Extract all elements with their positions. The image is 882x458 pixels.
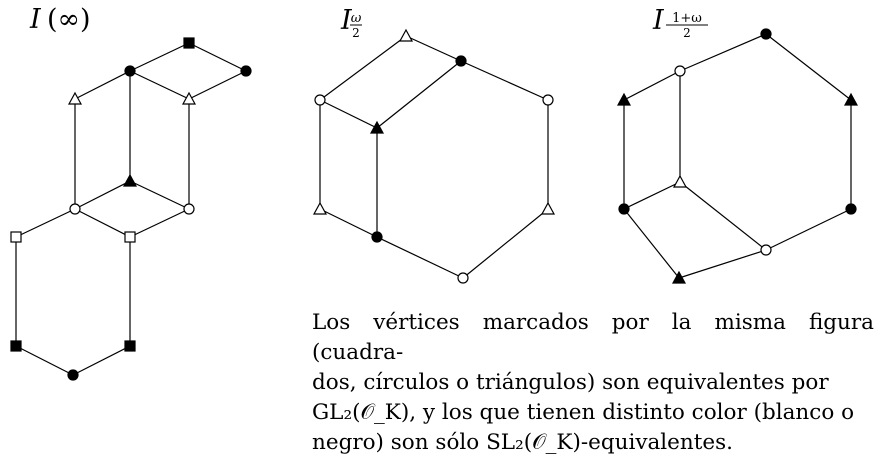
- caption-math-sl2: SL₂(𝒪_K): [486, 430, 581, 455]
- title-I-omega-half-symbol: I: [340, 5, 353, 36]
- title-I-one-plus-omega-half-denominator: 2: [683, 26, 691, 40]
- vertex-circle-black: [124, 65, 136, 77]
- vertex-triangle-white: [312, 201, 328, 215]
- vertex-circle-white: [760, 244, 772, 256]
- title-I-omega-half-denominator: 2: [352, 26, 360, 40]
- caption-line-3: GL₂(𝒪_K), y los que tienen distinto colo…: [312, 398, 874, 428]
- caption-line-4: negro) son sólo SL₂(𝒪_K)-equivalentes.: [312, 428, 874, 458]
- vertex-square-white: [124, 231, 136, 243]
- vertex-triangle-black: [671, 270, 687, 284]
- graph-I-one-plus-omega-half-vertices: [616, 28, 859, 284]
- vertex-triangle-white: [672, 174, 688, 188]
- title-I-infinity-argument: (∞): [47, 4, 91, 35]
- graph-I-one-plus-omega-half-edges: [623, 33, 852, 279]
- vertex-circle-white: [674, 65, 686, 77]
- vertex-triangle-white: [67, 91, 83, 105]
- vertex-triangle-black: [369, 120, 385, 134]
- title-I-infinity-symbol: I: [29, 4, 42, 35]
- vertex-circle-white: [183, 203, 195, 215]
- vertex-square-black: [124, 340, 136, 352]
- vertex-circle-black: [455, 55, 467, 67]
- caption-math-gl2: GL₂(𝒪_K): [312, 400, 410, 425]
- vertex-circle-white: [542, 94, 554, 106]
- graph-I-omega-half-vertices: [312, 28, 556, 284]
- vertex-circle-black: [67, 369, 79, 381]
- vertex-circle-white: [457, 272, 469, 284]
- graph-I-infinity-edges: [15, 42, 247, 376]
- figure-canvas: I (∞) I ω 2 I 1+ω 2: [10, 4, 859, 381]
- title-I-one-plus-omega-half: I 1+ω 2: [652, 5, 708, 40]
- vertex-square-white: [10, 231, 22, 243]
- graph-I-omega-half-edges: [319, 35, 549, 279]
- caption-line-2: dos, círculos o triángulos) son equivale…: [312, 370, 829, 395]
- title-I-infinity: I (∞): [29, 4, 91, 35]
- vertex-circle-black: [371, 231, 383, 243]
- title-I-omega-half-numerator: ω: [351, 11, 362, 26]
- title-I-one-plus-omega-half-numerator: 1+ω: [672, 11, 702, 26]
- title-I-omega-half: I ω 2: [340, 5, 362, 40]
- vertex-circle-black: [760, 28, 772, 40]
- caption-line-3-text: , y los que tienen distinto color (blanc…: [409, 400, 855, 425]
- vertex-triangle-white: [540, 201, 556, 215]
- vertex-circle-white: [314, 94, 326, 106]
- vertex-square-black: [183, 37, 195, 49]
- vertex-circle-black: [618, 203, 630, 215]
- caption-line-4-text-b: -equivalentes.: [580, 430, 733, 455]
- graph-I-infinity-vertices: [10, 37, 252, 381]
- vertex-triangle-black: [616, 92, 632, 106]
- vertex-triangle-white: [181, 91, 197, 105]
- vertex-circle-black: [240, 65, 252, 77]
- vertex-circle-black: [845, 203, 857, 215]
- vertex-triangle-black: [122, 173, 138, 187]
- vertex-triangle-black: [843, 92, 859, 106]
- caption-line-4-text-a: negro) son sólo: [312, 430, 487, 455]
- figure-caption: Los vértices marcados por la misma figur…: [312, 308, 874, 458]
- caption-line-1: Los vértices marcados por la misma figur…: [312, 310, 874, 365]
- vertex-triangle-white: [398, 28, 414, 42]
- vertex-square-black: [10, 340, 22, 352]
- title-I-one-plus-omega-half-symbol: I: [652, 5, 665, 36]
- vertex-circle-white: [69, 203, 81, 215]
